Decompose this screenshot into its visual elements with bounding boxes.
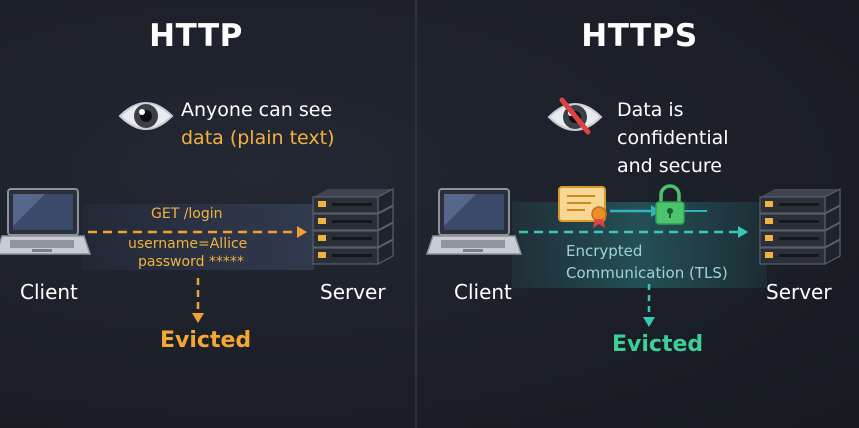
client-laptop-icon	[0, 189, 90, 254]
http-graphics	[0, 0, 415, 428]
https-panel: HTTPS Data is confidential and secure En…	[417, 0, 859, 428]
http-panel: HTTP Anyone can see data (plain text) GE…	[0, 0, 415, 428]
server-icon	[760, 189, 840, 264]
http-evicted-arrow	[192, 278, 204, 323]
lock-icon	[656, 186, 684, 224]
server-icon	[313, 189, 393, 264]
https-evicted-arrow	[643, 284, 655, 327]
client-laptop-icon	[427, 189, 521, 254]
https-graphics	[417, 0, 859, 428]
certificate-icon	[559, 187, 606, 228]
http-request-arrow	[88, 226, 307, 238]
https-request-arrow	[519, 226, 748, 238]
